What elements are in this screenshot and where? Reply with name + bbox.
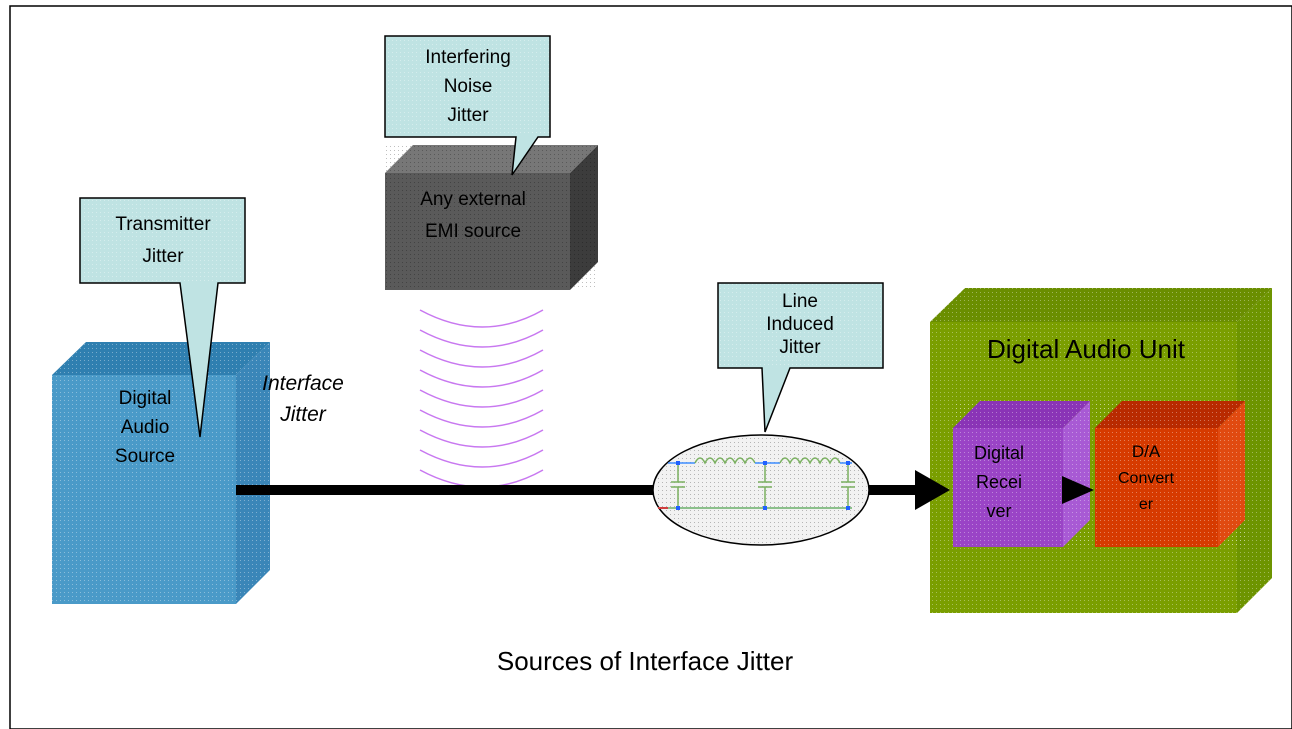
- converter-label-line-3: er: [1139, 496, 1154, 513]
- cable-ellipse-texture: [655, 437, 867, 543]
- receiver-label-line-1: Digital: [974, 443, 1024, 463]
- line-induced-line-1: Line: [782, 291, 818, 312]
- callout-texture: [81, 199, 244, 282]
- transmitter-line-1: Transmitter: [115, 214, 211, 235]
- source-label-line-2: Audio: [121, 417, 170, 438]
- interfering-noise-callout: Interfering Noise Jitter: [384, 35, 551, 176]
- emi-source-box: Any external EMI source: [385, 145, 598, 290]
- emi-wave-arc: [419, 429, 544, 448]
- ladder-nodes: [676, 461, 850, 510]
- receiver-to-converter-arrow: [1062, 476, 1094, 504]
- callout-texture: [719, 284, 882, 367]
- emi-wave-arc: [419, 309, 544, 328]
- interfering-line-1: Interfering: [425, 47, 511, 68]
- digital-audio-source-box: Digital Audio Source: [52, 342, 270, 604]
- receiver-label-line-2: Recei: [976, 472, 1022, 492]
- converter-label-line-1: D/A: [1132, 442, 1161, 461]
- interfering-line-2: Noise: [444, 76, 493, 97]
- line-induced-line-2: Induced: [766, 314, 834, 335]
- receiver-texture: [953, 401, 1090, 547]
- emi-label-line-1: Any external: [420, 189, 526, 210]
- diagram-caption: Sources of Interface Jitter: [497, 646, 794, 676]
- source-label-line-1: Digital: [119, 388, 172, 409]
- da-converter-box: D/A Convert er: [1095, 401, 1245, 547]
- emi-wave: [419, 309, 544, 488]
- inductor-1: [694, 457, 756, 465]
- source-texture: [52, 342, 270, 604]
- transmitter-line-2: Jitter: [142, 246, 184, 267]
- interface-jitter-line-2: Jitter: [279, 403, 327, 426]
- emi-wave-arc: [419, 349, 544, 368]
- converter-label-line-2: Convert: [1118, 470, 1175, 487]
- interface-jitter-line-1: Interface: [262, 372, 344, 395]
- emi-wave-arc: [419, 409, 544, 428]
- emi-wave-arc: [419, 369, 544, 388]
- emi-wave-arc: [419, 329, 544, 348]
- unit-title: Digital Audio Unit: [987, 334, 1186, 364]
- signal-arrowhead: [915, 470, 950, 510]
- cable-ellipse: [652, 434, 870, 546]
- transmitter-callout: Transmitter Jitter: [79, 197, 246, 438]
- capacitor-1: [671, 463, 685, 508]
- interfering-line-3: Jitter: [447, 105, 489, 126]
- callout-texture: [386, 37, 549, 136]
- receiver-label-line-3: ver: [986, 501, 1011, 521]
- inductor-2: [779, 457, 841, 465]
- emi-texture: [385, 145, 598, 290]
- converter-texture: [1095, 401, 1245, 547]
- signal-line-out: [865, 485, 917, 495]
- emi-wave-arc: [419, 449, 544, 468]
- line-induced-callout: Line Induced Jitter: [717, 282, 884, 433]
- emi-wave-arc: [419, 389, 544, 408]
- line-induced-line-3: Jitter: [779, 337, 821, 358]
- emi-wave-arc: [419, 469, 544, 488]
- capacitor-3: [841, 463, 855, 508]
- diagram-frame: [9, 5, 1292, 729]
- signal-line: [236, 485, 656, 495]
- capacitor-2: [758, 463, 772, 508]
- emi-label-line-2: EMI source: [425, 221, 521, 242]
- source-label-line-3: Source: [115, 446, 175, 467]
- digital-receiver-box: Digital Recei ver: [953, 401, 1090, 547]
